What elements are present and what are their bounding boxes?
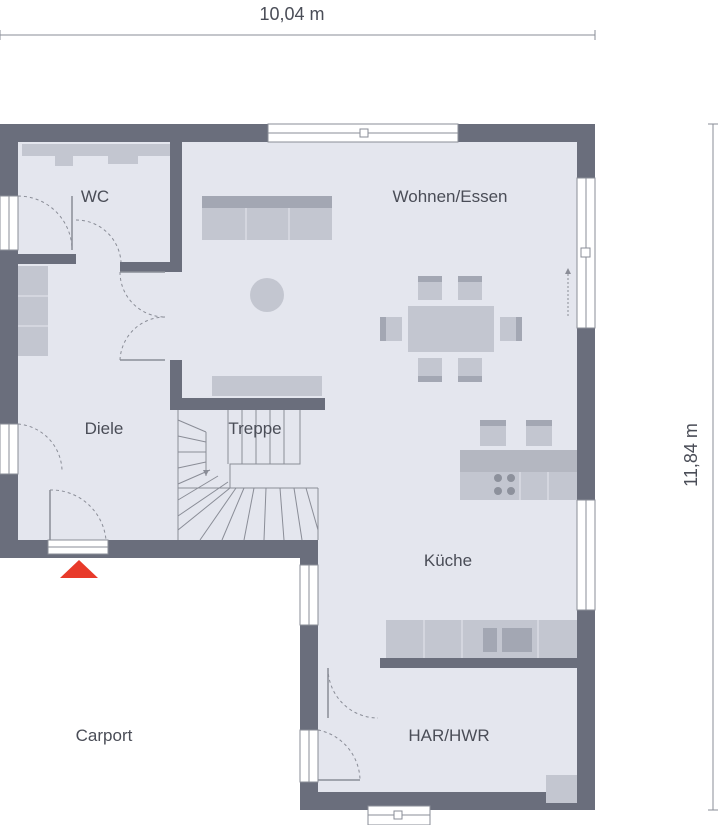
doors: [17, 195, 379, 781]
depth-dimension: 11,84 m: [681, 123, 718, 811]
door-swing-diele-window: [17, 423, 63, 471]
width-dimension-label: 10,04 m: [259, 4, 324, 24]
door-swing-wohnen-lower: [119, 316, 166, 361]
room-label-wohnen-essen: Wohnen/Essen: [393, 187, 508, 206]
sideboard: [212, 376, 322, 396]
room-label-kueche: Küche: [424, 551, 472, 570]
utility-cabinet: [546, 775, 577, 803]
room-label-diele: Diele: [85, 419, 124, 438]
arrow-up-icon: [565, 268, 571, 316]
door-leaves: [49, 196, 360, 781]
wc-counter: [22, 144, 170, 156]
wc-sink: [108, 150, 138, 164]
width-dimension: 10,04 m: [0, 4, 596, 40]
windows: [0, 123, 596, 825]
cooktop-icon: [494, 474, 515, 495]
kitchen-counter: [386, 620, 577, 658]
door-swing-entrance: [49, 489, 107, 541]
room-label-wc: WC: [81, 187, 109, 206]
room-label-treppe: Treppe: [228, 419, 281, 438]
wardrobe: [18, 266, 48, 356]
room-label-carport: Carport: [76, 726, 133, 745]
arrow-down-icon: [203, 470, 209, 476]
sofa-seat: [202, 208, 332, 240]
entrance-arrow-icon: [60, 560, 98, 578]
door-swing-wc: [75, 219, 122, 263]
sink-basin: [483, 628, 497, 652]
depth-dimension-label: 11,84 m: [681, 423, 701, 487]
staircase: [177, 410, 319, 541]
dining-table: [408, 306, 494, 352]
furniture: [18, 144, 577, 803]
door-swing-wohnen-upper: [119, 271, 166, 318]
wc-toilet: [55, 156, 73, 166]
door-swing-wc-window: [17, 195, 73, 251]
sink-basin: [502, 628, 532, 652]
door-swing-har-window: [317, 729, 361, 781]
room-label-har-hwr: HAR/HWR: [408, 726, 489, 745]
carport-opening: [150, 810, 300, 825]
carport-floor: [5, 556, 302, 811]
round-table: [250, 278, 284, 312]
sofa-back: [202, 196, 332, 208]
